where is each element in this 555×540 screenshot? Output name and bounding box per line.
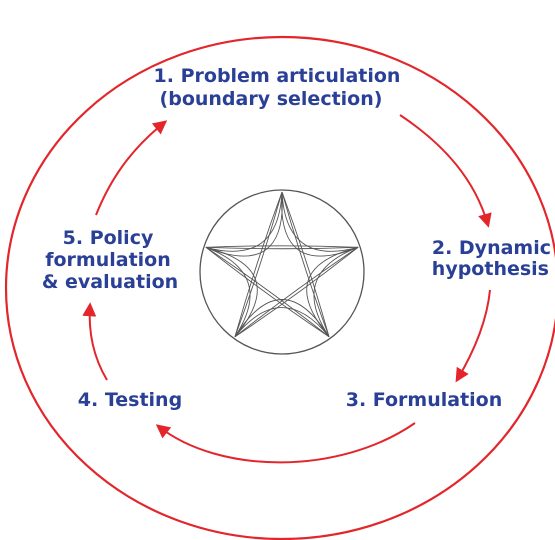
step1-label: 1. Problem articulation (boundary select… — [154, 65, 401, 110]
step3-line1: 3. Formulation — [346, 389, 503, 411]
step4-label: 4. Testing — [78, 389, 182, 411]
star-chord-curve — [205, 246, 359, 250]
step5-label: 5. Policy formulation & evaluation — [42, 227, 178, 293]
star-chord-curve — [234, 191, 283, 337]
step2-line1: 2. Dynamic — [432, 237, 551, 259]
star-chord-curve — [205, 245, 359, 248]
step5-line1: 5. Policy — [63, 227, 154, 249]
outer-boundary-circle — [4, 35, 555, 540]
star-chord-curve — [205, 246, 330, 338]
star-edge-curve — [281, 191, 359, 252]
step5-line2: formulation — [45, 249, 171, 271]
arrow-step3-to-step4 — [155, 422, 416, 464]
step4-line1: 4. Testing — [78, 389, 182, 411]
arrow-step5-to-step1 — [95, 120, 168, 216]
star-edge-curve — [205, 191, 283, 252]
star-chord-curve — [234, 246, 359, 338]
star-edge-curve — [205, 246, 251, 337]
step2-line2: hypothesis — [432, 258, 549, 280]
star-chord-curve — [234, 246, 359, 338]
step1-line1: 1. Problem articulation — [154, 65, 401, 87]
star-chord-curve — [205, 246, 330, 338]
step1-line2: (boundary selection) — [160, 88, 383, 110]
star-curves-icon — [199, 189, 365, 355]
star-chord-curve — [281, 191, 330, 337]
step2-label: 2. Dynamic hypothesis — [432, 237, 551, 280]
arrow-step4-to-step5 — [82, 302, 108, 381]
arrow-step1-to-step2 — [399, 114, 492, 228]
star-edge-curve — [234, 307, 330, 338]
star-chord-curve — [234, 191, 283, 337]
arrow-step2-to-step3 — [455, 289, 491, 383]
star-edge-curve — [205, 191, 283, 257]
star-chord-curve — [281, 191, 330, 337]
step5-line3: & evaluation — [42, 271, 178, 293]
center-symbol-circle — [199, 189, 365, 355]
star-edge-curve — [313, 246, 359, 337]
step3-label: 3. Formulation — [346, 389, 503, 411]
